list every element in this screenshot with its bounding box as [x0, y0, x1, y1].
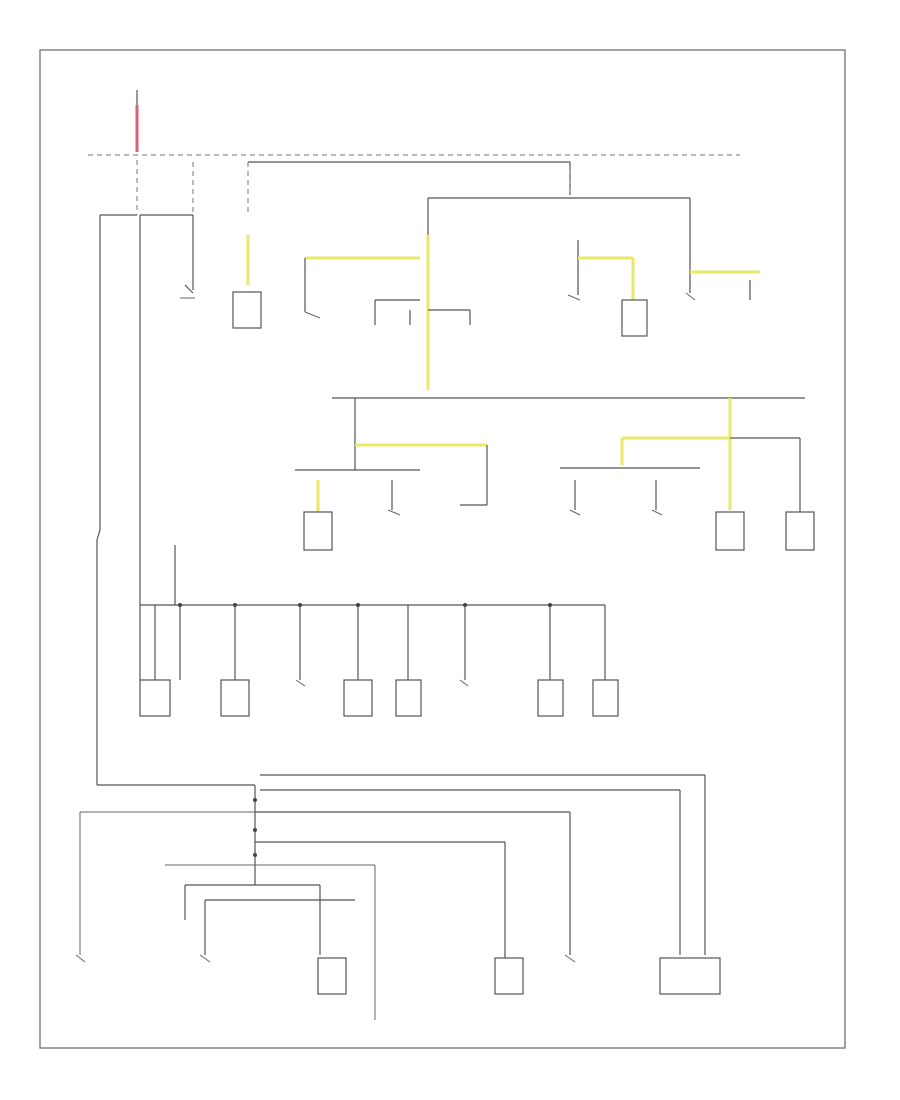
component-box: [537, 679, 564, 717]
component-box: [715, 511, 745, 551]
fuse-drops: [136, 160, 691, 240]
bottom-components: [317, 957, 721, 995]
component-box: [343, 679, 373, 717]
bottom-section: [79, 774, 706, 1020]
left-circuits: [139, 214, 262, 518]
component-box: [395, 679, 422, 717]
component-box: [621, 299, 648, 337]
component-box: [232, 291, 262, 329]
component-box: [592, 679, 619, 717]
component-box: [139, 679, 171, 717]
center-upper-branch: [304, 235, 471, 390]
component-box: [303, 511, 333, 551]
left-trunk: [96, 214, 255, 786]
lower-middle-components: [139, 679, 619, 717]
right-upper-branch: [577, 240, 760, 337]
component-box: [659, 957, 721, 995]
diagram-frame: [39, 49, 846, 1049]
lower-middle-bus: [139, 518, 606, 680]
component-box: [220, 679, 250, 717]
middle-left-branch: [295, 398, 488, 551]
middle-right-branch: [560, 398, 815, 551]
component-box: [317, 957, 347, 995]
terminal-stubs: [75, 292, 696, 963]
component-box: [494, 957, 524, 995]
component-box: [785, 511, 815, 551]
